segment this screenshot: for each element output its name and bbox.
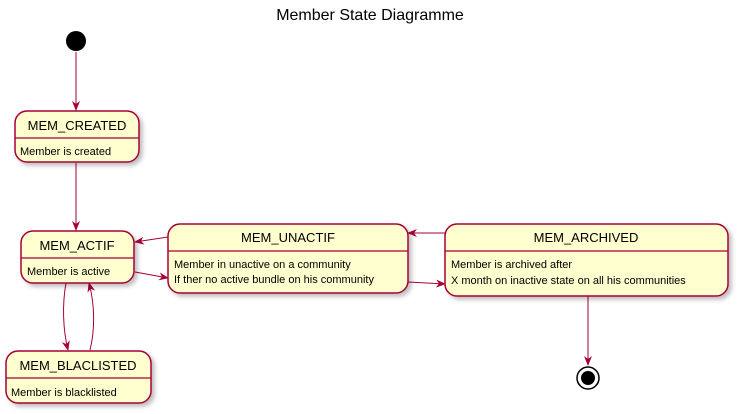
state-name: MEM_BLACLISTED: [19, 358, 136, 373]
state-description: Member is archived after: [451, 259, 572, 271]
state-mem-unactif: [167, 223, 409, 294]
state-mem-actif: [20, 230, 135, 284]
diagram-title: Member State Diagramme: [276, 7, 464, 24]
transition-blacklisted-to-actif: [87, 282, 96, 351]
state-description: Member is created: [20, 146, 111, 158]
initial-state-node: [66, 31, 86, 51]
state-name: MEM_UNACTIF: [241, 230, 335, 245]
state-description: X month on inactive state on all his com…: [451, 275, 686, 287]
state-description: Member is active: [27, 266, 110, 278]
state-mem-archived: [444, 223, 729, 297]
state-mem-created: [14, 110, 140, 163]
final-state-node: [576, 366, 600, 390]
state-name: MEM_ACTIF: [39, 238, 114, 253]
state-name: MEM_CREATED: [28, 118, 127, 133]
state-description: If ther no active bundle on his communit…: [174, 274, 374, 286]
state-mem-blacklisted: [5, 350, 152, 404]
transition-unactif-to-actif: [134, 236, 169, 245]
transition-actif-to-blacklisted: [61, 282, 70, 351]
state-description: Member is blacklisted: [11, 387, 117, 399]
transition-actif-to-unactif: [134, 271, 169, 281]
transition-unactif-to-archived: [407, 279, 446, 288]
state-name: MEM_ARCHIVED: [534, 230, 639, 245]
state-description: Member in unactive on a community: [174, 259, 351, 271]
